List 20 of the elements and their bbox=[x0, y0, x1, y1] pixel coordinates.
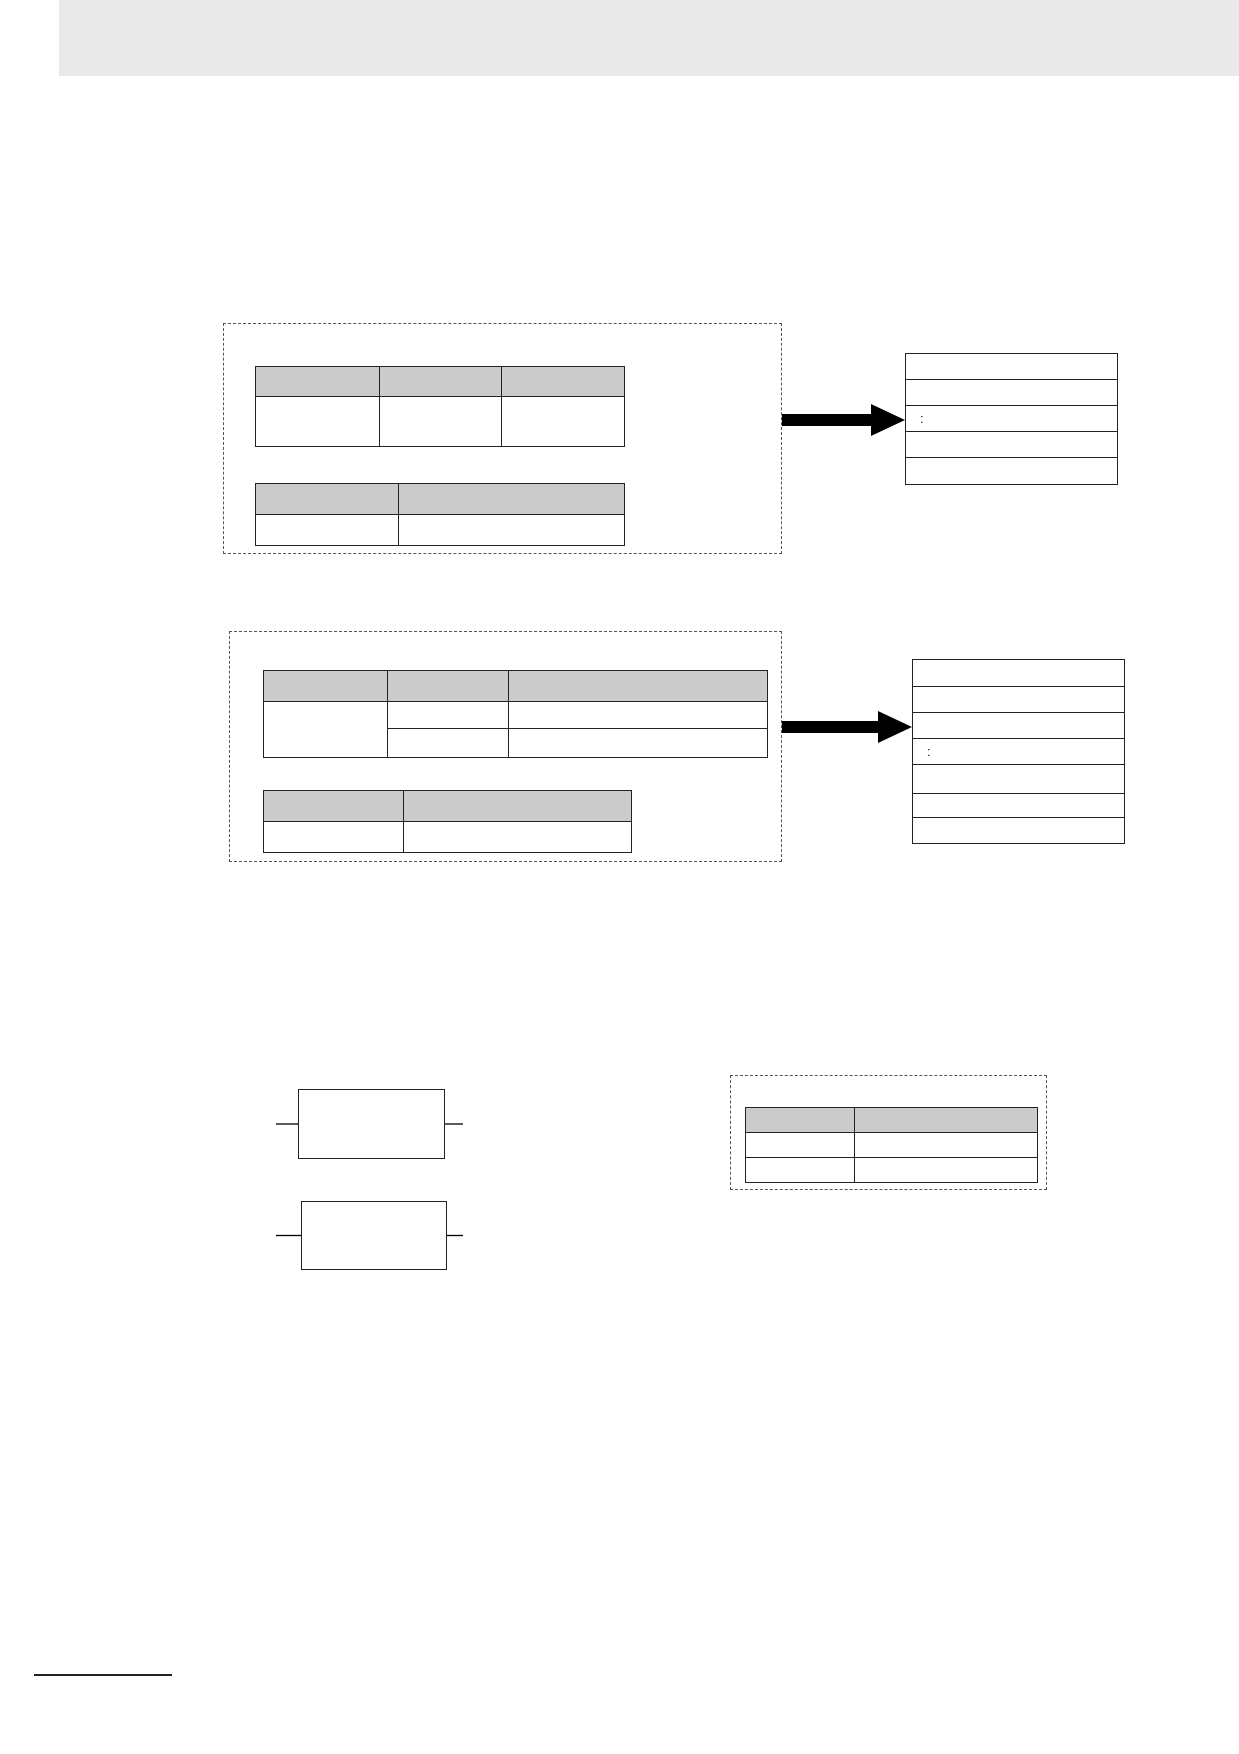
data-table bbox=[255, 366, 625, 447]
list-box bbox=[905, 353, 1118, 485]
list-box bbox=[912, 659, 1125, 844]
dashed-frame bbox=[229, 631, 782, 862]
dashed-frame bbox=[730, 1075, 1047, 1190]
data-table bbox=[255, 483, 625, 546]
connection-line bbox=[444, 1123, 464, 1125]
block-arrow bbox=[782, 404, 905, 436]
connection-line bbox=[275, 1123, 299, 1125]
connection-line bbox=[446, 1234, 464, 1237]
connection-line bbox=[275, 1234, 302, 1237]
function-block bbox=[298, 1089, 445, 1159]
row-label: : bbox=[920, 411, 924, 426]
block-arrow bbox=[782, 711, 912, 743]
data-table bbox=[745, 1107, 1038, 1183]
dashed-frame bbox=[223, 323, 782, 554]
data-table bbox=[263, 790, 632, 853]
data-table bbox=[263, 670, 768, 758]
row-label: : bbox=[927, 744, 931, 759]
function-block bbox=[301, 1201, 447, 1270]
